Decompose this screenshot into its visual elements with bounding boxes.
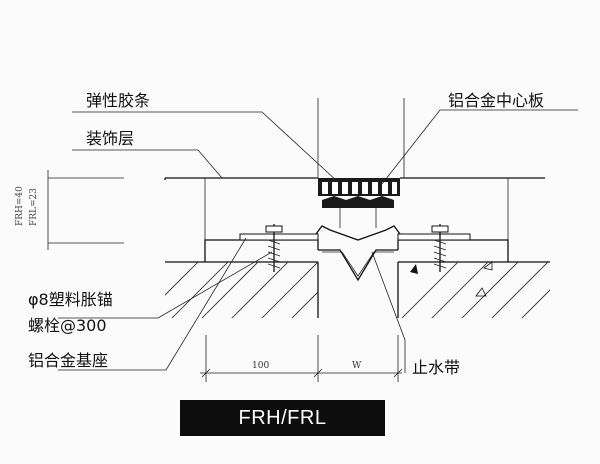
base-label: 铝合金基座 bbox=[28, 351, 108, 370]
width-100-label: 100 bbox=[252, 361, 269, 371]
frh-dimension-label: FRH=40 bbox=[15, 186, 25, 226]
decor-layer-label: 装饰层 bbox=[86, 129, 134, 148]
leader-lines bbox=[58, 109, 578, 373]
rubber-strip-label: 弹性胶条 bbox=[86, 91, 150, 110]
width-dimension bbox=[200, 335, 403, 382]
anchor-bolt-label-line1: φ8塑料胀锚 bbox=[28, 290, 113, 309]
aluminum-center-plate bbox=[318, 178, 400, 228]
anchor-bolt-left bbox=[265, 224, 283, 272]
height-dimension bbox=[47, 170, 124, 250]
joint-gap-lines bbox=[317, 98, 405, 178]
waterstop-band bbox=[318, 249, 398, 282]
title-bar: FRH/FRL bbox=[180, 400, 385, 436]
center-plate-label: 铝合金中心板 bbox=[448, 91, 544, 110]
width-w-label: W bbox=[352, 361, 362, 371]
waterstop-label: 止水带 bbox=[412, 358, 460, 377]
anchor-bolt-label-line2: 螺栓@300 bbox=[28, 316, 107, 335]
frl-dimension-label: FRL=23 bbox=[29, 188, 39, 226]
aluminum-base bbox=[204, 225, 509, 262]
anchor-bolt-right bbox=[431, 224, 449, 272]
structural-slab bbox=[165, 261, 550, 318]
floor-finish-layer bbox=[164, 177, 545, 240]
drawing-title: FRH/FRL bbox=[238, 406, 327, 429]
